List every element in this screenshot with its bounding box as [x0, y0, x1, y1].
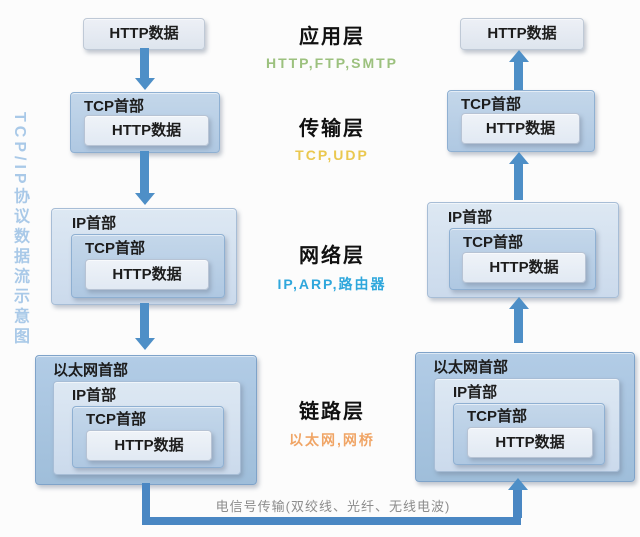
transmission-note: 电信号传输(双绞线、光纤、无线电波) [215, 499, 451, 514]
connector-left-segment [142, 483, 150, 525]
ip-header-label: IP首部 [453, 384, 498, 401]
http-data-label: HTTP数据 [487, 25, 557, 42]
http-data-label: HTTP数据 [111, 121, 182, 139]
layer-protocols: 以太网,网桥 [289, 432, 375, 448]
layer-link: 链路层 以太网,网桥 [252, 395, 412, 450]
http-data-box: HTTP数据 [84, 115, 209, 146]
diagram-title-vertical: TCP/IP协议数据流示意图 [11, 112, 28, 348]
ip-header-label: IP首部 [448, 209, 493, 226]
ethernet-header-label: 以太网首部 [53, 362, 129, 379]
ip-datagram-box: IP首部 TCP首部 HTTP数据 [434, 378, 620, 472]
http-data-box: HTTP数据 [467, 427, 593, 458]
http-data-label: HTTP数据 [114, 436, 184, 454]
tcp-segment-box: TCP首部 HTTP数据 [72, 406, 224, 468]
ethernet-header-label: 以太网首部 [433, 359, 509, 376]
connector-up-arrow-icon [513, 490, 522, 518]
http-data-box: HTTP数据 [462, 252, 586, 283]
tcp-header-label: TCP首部 [467, 408, 528, 425]
up-arrow-icon [514, 164, 523, 200]
tcp-segment-box: TCP首部 HTTP数据 [71, 234, 225, 298]
up-arrow-icon [514, 309, 523, 343]
down-arrow-icon [140, 151, 149, 193]
down-arrow-icon [140, 303, 149, 338]
right-tcp-segment-box: TCP首部 HTTP数据 [447, 90, 595, 152]
ip-header-label: IP首部 [72, 387, 117, 404]
http-data-label: HTTP数据 [485, 119, 556, 137]
left-http-data-box: HTTP数据 [83, 18, 205, 50]
http-data-label: HTTP数据 [489, 258, 559, 276]
layer-name: 传输层 [299, 118, 365, 140]
http-data-box: HTTP数据 [86, 430, 212, 461]
connector-horizontal-segment [142, 517, 521, 525]
right-http-data-box: HTTP数据 [460, 18, 584, 50]
layer-name: 链路层 [299, 401, 365, 423]
layer-protocols: IP,ARP,路由器 [277, 276, 387, 292]
tcp-header-label: TCP首部 [85, 240, 146, 257]
up-arrow-icon [514, 62, 523, 90]
layer-network: 网络层 IP,ARP,路由器 [252, 239, 412, 294]
ip-header-label: IP首部 [72, 215, 117, 232]
http-data-box: HTTP数据 [461, 113, 580, 144]
tcp-segment-box: TCP首部 HTTP数据 [449, 228, 596, 290]
layer-name: 网络层 [299, 245, 365, 267]
layer-protocols: TCP,UDP [295, 147, 369, 163]
left-ip-datagram-box: IP首部 TCP首部 HTTP数据 [51, 208, 237, 305]
right-ethernet-frame-box: 以太网首部 IP首部 TCP首部 HTTP数据 [415, 352, 635, 482]
layer-application: 应用层 HTTP,FTP,SMTP [252, 20, 412, 71]
layer-protocols: HTTP,FTP,SMTP [265, 55, 399, 71]
http-data-box: HTTP数据 [85, 259, 209, 290]
tcp-header-label: TCP首部 [86, 411, 147, 428]
http-data-label: HTTP数据 [112, 265, 182, 283]
left-ethernet-frame-box: 以太网首部 IP首部 TCP首部 HTTP数据 [35, 355, 257, 485]
right-ip-datagram-box: IP首部 TCP首部 HTTP数据 [427, 202, 619, 298]
tcp-header-label: TCP首部 [463, 234, 524, 251]
left-tcp-segment-box: TCP首部 HTTP数据 [70, 92, 220, 153]
tcp-header-label: TCP首部 [461, 96, 522, 113]
layer-transport: 传输层 TCP,UDP [252, 112, 412, 163]
ip-datagram-box: IP首部 TCP首部 HTTP数据 [53, 381, 241, 475]
http-data-label: HTTP数据 [109, 25, 179, 42]
tcp-header-label: TCP首部 [84, 98, 145, 115]
http-data-label: HTTP数据 [495, 433, 565, 451]
tcp-segment-box: TCP首部 HTTP数据 [453, 403, 605, 465]
down-arrow-icon [140, 48, 149, 78]
layer-name: 应用层 [299, 26, 365, 48]
